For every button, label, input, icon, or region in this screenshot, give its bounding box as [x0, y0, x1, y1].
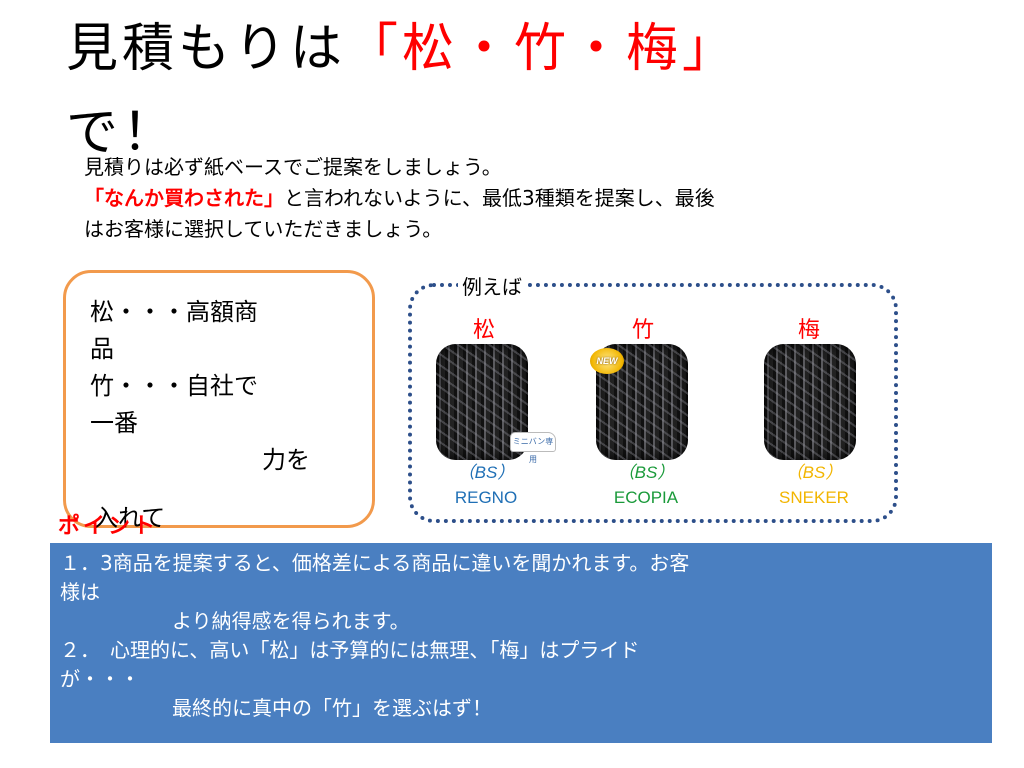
- point-line3: より納得感を得られます。: [172, 609, 410, 633]
- point-line1: １．3商品を提案すると、価格差による商品に違いを聞かれます。お客: [60, 551, 690, 575]
- brand-sneker-maker: （BS）: [785, 463, 843, 482]
- brand-regno: （BS） REGNO: [421, 460, 551, 510]
- brand-ecopia-maker: （BS）: [617, 463, 675, 482]
- tire-example-box: [408, 283, 898, 523]
- rank-box: [63, 270, 375, 528]
- brand-sneker: （BS） SNEKER: [749, 460, 879, 510]
- rank-line1: 松・・・高額商: [90, 298, 258, 326]
- title-part1: 見積もりは: [66, 19, 347, 79]
- tire-image-sneker: [764, 344, 856, 460]
- rank-text: 松・・・高額商 品 竹・・・自社で 一番 力を: [90, 294, 350, 479]
- example-label: 例えば: [458, 271, 526, 300]
- title-part3: で！: [66, 103, 179, 163]
- point-label: ポイント: [58, 514, 159, 539]
- brand-sneker-name: SNEKER: [779, 488, 849, 507]
- tier-label-ume: 梅: [797, 318, 820, 343]
- intro-line2: 「なんか買わされた」と言われないように、最低3種類を提案し、最後: [84, 183, 1004, 214]
- minivan-icon: ミニバン専用: [510, 432, 556, 464]
- brand-ecopia-name: ECOPIA: [613, 488, 679, 507]
- rank-line4: 一番: [90, 409, 138, 437]
- point-panel: １．3商品を提案すると、価格差による商品に違いを聞かれます。お客 様は より納得…: [50, 543, 992, 743]
- title-highlight: 「松・竹・梅」: [346, 19, 739, 79]
- rank-line2: 品: [90, 335, 114, 363]
- rank-line6: 入れて: [94, 504, 166, 532]
- point-line5: が・・・: [60, 667, 140, 691]
- intro-red-phrase: 「なんか買わされた」: [84, 186, 284, 210]
- rank-line5: 力を: [262, 446, 310, 474]
- rank-line3: 竹・・・自社で: [90, 372, 258, 400]
- point-line2: 様は: [60, 580, 100, 604]
- intro-line3: はお客様に選択していただきましょう。: [84, 217, 443, 241]
- intro-line1: 見積りは必ず紙ベースでご提案をしましょう。: [84, 155, 502, 179]
- tier-label-take: 竹: [631, 318, 654, 343]
- point-line4: ２． 心理的に、高い「松」は予算的には無理、「梅」はプライド: [60, 638, 640, 662]
- point-line6: 最終的に真中の「竹」を選ぶはず！: [172, 696, 492, 720]
- intro-line2-rest: と言われないように、最低3種類を提案し、最後: [284, 186, 715, 210]
- slide-title: 見積もりは「松・竹・梅」 で！: [66, 18, 966, 163]
- brand-regno-name: REGNO: [454, 488, 518, 507]
- intro-text: 見積りは必ず紙ベースでご提案をしましょう。 「なんか買わされた」と言われないよう…: [84, 152, 1004, 245]
- brand-regno-maker: （BS）: [457, 463, 515, 482]
- brand-ecopia: （BS） ECOPIA: [581, 460, 711, 510]
- tier-label-matsu: 松: [472, 318, 495, 343]
- new-badge-icon: NEW: [590, 348, 624, 374]
